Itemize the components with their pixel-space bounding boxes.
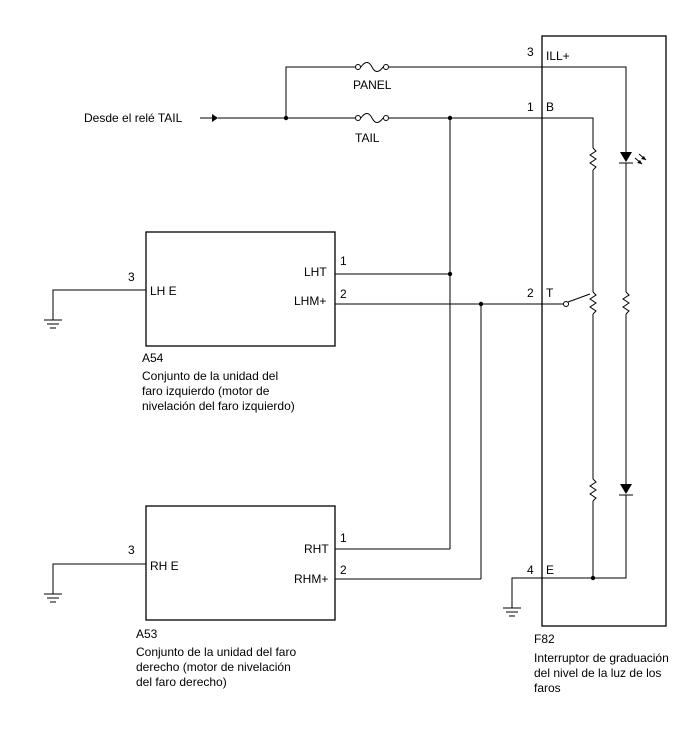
- resistor-icon: [589, 147, 597, 171]
- a54-pin-lhe-num: 3: [128, 270, 135, 284]
- f82-pin-ill: ILL+: [546, 49, 570, 63]
- a53-box: [145, 505, 336, 621]
- source-arrow: [200, 114, 218, 122]
- led-icon: [619, 152, 647, 165]
- f82-id: F82: [534, 632, 555, 646]
- wiper-contact: [563, 301, 569, 307]
- a54-pin-lhm: LHM+: [294, 294, 326, 308]
- a53-id: A53: [136, 627, 158, 641]
- a54-pin-lhm-num: 2: [340, 287, 347, 301]
- resistor-icon: [622, 291, 630, 315]
- ground-icon: [44, 593, 62, 603]
- a53-ground-wire: [52, 563, 146, 594]
- f82-desc-line3: faros: [534, 681, 561, 695]
- panel-fuse-symbol: [355, 62, 389, 72]
- f82-desc-line2: del nivel de la luz de los: [534, 666, 661, 680]
- led-return-wire: [593, 495, 627, 579]
- a53-pin-rhe-num: 3: [128, 543, 135, 557]
- a54-pin-lhe: LH E: [150, 284, 177, 298]
- f82-pin-t-num: 2: [527, 286, 534, 300]
- f82-pin-t: T: [546, 286, 554, 300]
- f82-pin-e-num: 4: [527, 563, 534, 577]
- a53-pin-rht: RHT: [304, 542, 329, 556]
- f82-pin-b: B: [546, 100, 554, 114]
- wiper-arm: [567, 293, 591, 303]
- a54-desc-line2: faro izquierdo (motor de: [142, 384, 270, 398]
- b-internal-wire: [542, 117, 594, 148]
- f82-pin-e: E: [546, 563, 554, 577]
- a54-desc-line3: nivelación del faro izquierdo): [142, 399, 295, 413]
- panel-wire-left: [285, 66, 355, 118]
- a54-pin-lht: LHT: [304, 265, 327, 279]
- ground-icon: [44, 319, 62, 329]
- a53-pin-rhm-num: 2: [340, 563, 347, 577]
- f82-pin-ill-num: 3: [527, 45, 534, 59]
- a53-pin-rhe: RH E: [150, 559, 179, 573]
- panel-fuse-label: PANEL: [353, 78, 392, 92]
- a54-box: [145, 231, 336, 347]
- a54-ground-wire: [52, 289, 146, 320]
- potentiometer-icon: [589, 291, 597, 315]
- a53-desc-line3: del faro derecho): [136, 675, 227, 689]
- ground-icon: [503, 607, 521, 617]
- ill-internal-wire: [542, 66, 627, 152]
- a53-pin-rhm: RHM+: [294, 572, 328, 586]
- resistor-icon: [589, 478, 597, 502]
- a53-desc-line2: derecho (motor de nivelación: [136, 660, 291, 674]
- a53-desc-line1: Conjunto de la unidad del faro: [136, 645, 296, 659]
- f82-desc-line1: Interruptor de graduación: [534, 651, 669, 665]
- f82-pin-b-num: 1: [527, 100, 534, 114]
- a54-desc-line1: Conjunto de la unidad del: [142, 369, 278, 383]
- e-ground-wire: [511, 577, 593, 608]
- a54-pin-lht-num: 1: [340, 254, 347, 268]
- a54-id: A54: [142, 351, 164, 365]
- f82-box: [541, 35, 667, 627]
- source-label: Desde el relé TAIL: [84, 111, 183, 125]
- tail-fuse-symbol: [355, 113, 389, 123]
- a53-pin-rht-num: 1: [340, 531, 347, 545]
- tail-fuse-label: TAIL: [355, 131, 380, 145]
